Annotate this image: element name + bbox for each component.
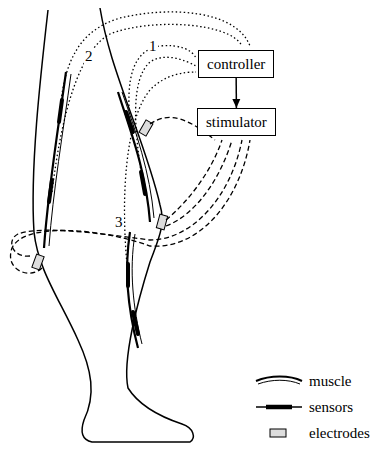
callout-number: 2 (84, 48, 94, 65)
muscle-1b (122, 92, 154, 218)
sensor (126, 264, 130, 286)
sensor-wire (124, 72, 196, 275)
box-label: controller (207, 55, 265, 73)
sensor (133, 312, 138, 334)
electrode (139, 120, 153, 136)
box-label: stimulator (206, 113, 267, 131)
sensor-wire (136, 57, 196, 184)
legend-electrode-sample (270, 429, 286, 437)
electrode-wire (10, 140, 250, 273)
process-box: controller (198, 50, 274, 78)
legend-text: electrodes (308, 425, 371, 442)
legend-text: sensors (308, 399, 354, 416)
muscle-1 (118, 92, 150, 222)
muscle-2 (44, 72, 66, 248)
electrode (32, 254, 44, 270)
electrode-wire (166, 140, 232, 226)
callout-number: 3 (114, 214, 124, 231)
legend-sensor-sample (266, 405, 292, 410)
callout-number: 1 (148, 38, 158, 55)
legend-text: muscle (308, 373, 353, 390)
muscle-3b (132, 234, 142, 344)
electrode-wire (166, 140, 222, 220)
signal-arrow (235, 78, 237, 108)
electrode (156, 214, 167, 230)
legend-muscle-sample (258, 380, 300, 384)
legend-sensor-sample (256, 406, 302, 408)
muscle-2b (49, 74, 71, 246)
process-box: stimulator (197, 108, 276, 136)
